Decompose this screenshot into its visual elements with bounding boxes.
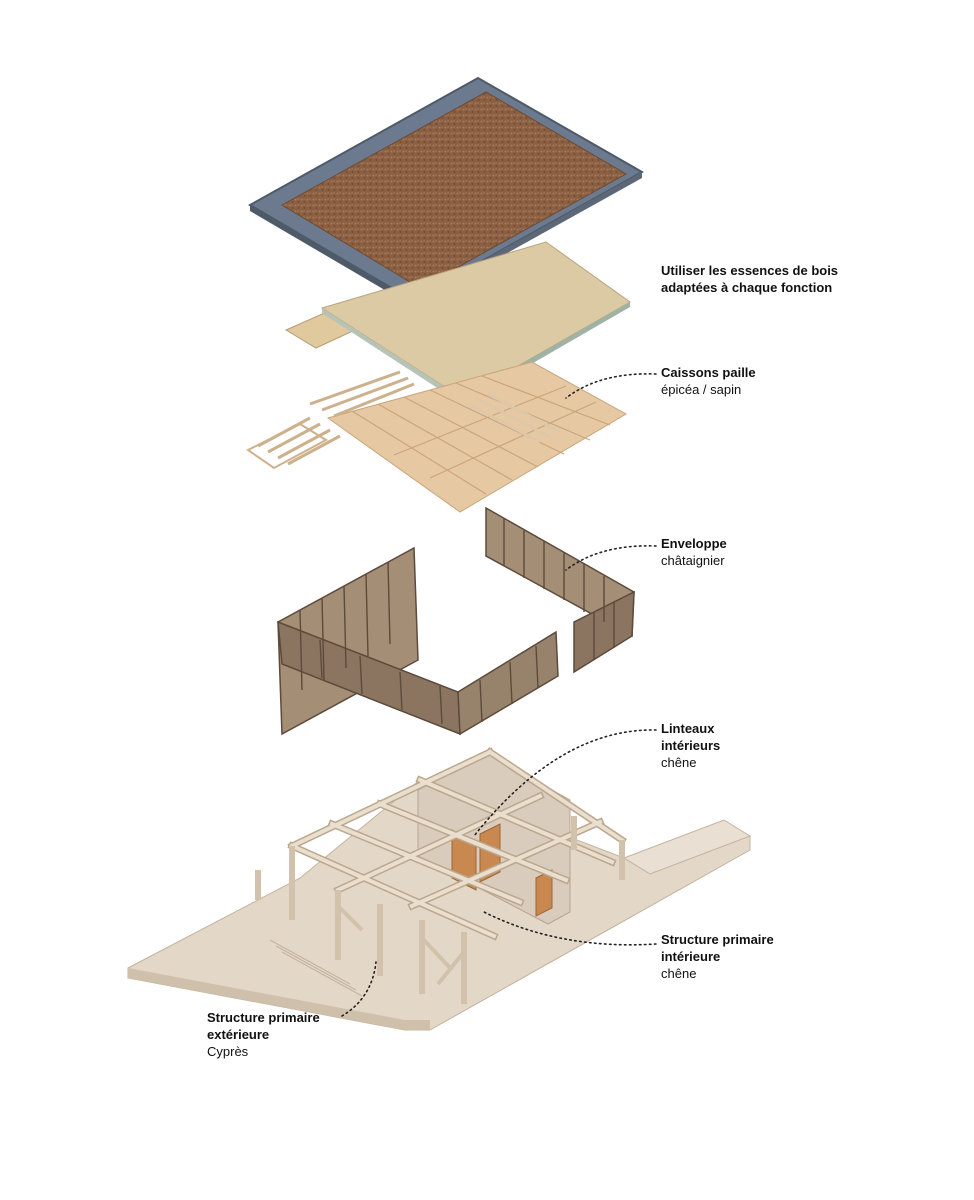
enveloppe-layer: [277, 506, 635, 736]
caissons-layer: [246, 361, 628, 513]
leader-linteaux: [473, 729, 657, 837]
envelope-wall-left-back: [277, 546, 419, 736]
structure-columns: [255, 816, 625, 1004]
caissons-slat-frame: [246, 422, 329, 470]
label-structure-exterieure-name-1: Structure primaire: [207, 1010, 320, 1025]
label-structure-interieure-name-2: intérieure: [661, 949, 721, 964]
label-structure-exterieure-wood: Cyprès: [207, 1044, 249, 1059]
title-line-1: Utiliser les essences de bois: [661, 263, 839, 278]
label-caissons-wood: épicéa / sapin: [661, 382, 742, 397]
label-linteaux-wood: chêne: [661, 755, 697, 770]
structure-braces: [336, 904, 466, 986]
label-enveloppe: Enveloppe châtaignier: [661, 535, 861, 569]
ground-walkway-right: [622, 819, 752, 875]
label-caissons-name: Caissons paille: [661, 365, 756, 380]
structure-beams-light: [289, 749, 625, 939]
envelope-wall-front: [457, 630, 559, 736]
roof-steel-lip: [250, 205, 412, 306]
leader-structure-exterieure: [341, 961, 377, 1017]
label-structure-interieure: Structure primaire intérieure chêne: [661, 931, 861, 982]
title-line-2: adaptées à chaque fonction: [661, 280, 833, 295]
leader-enveloppe: [565, 545, 657, 571]
label-linteaux-name-2: intérieurs: [661, 738, 721, 753]
caissons-slats-right: [467, 392, 561, 444]
leader-caissons: [565, 373, 657, 399]
envelope-studs-left: [299, 561, 539, 725]
diagram-title: Utiliser les essences de bois adaptées à…: [661, 262, 901, 296]
label-linteaux: Linteaux intérieurs chêne: [661, 720, 861, 771]
ground-slab-edge: [128, 968, 430, 1030]
label-structure-exterieure: Structure primaire extérieure Cyprès: [207, 1009, 407, 1060]
label-linteaux-name-1: Linteaux: [661, 721, 715, 736]
envelope-studs-right: [503, 518, 615, 660]
leader-lines: [341, 373, 657, 1017]
caissons-main: [326, 361, 628, 513]
structure-layer: [127, 747, 752, 1031]
roof-layer: [247, 76, 645, 306]
roof-earth-layer: [281, 91, 628, 289]
label-structure-exterieure-name-2: extérieure: [207, 1027, 270, 1042]
stairs: [269, 939, 363, 997]
label-structure-interieure-wood: chêne: [661, 966, 697, 981]
label-structure-interieure-name-1: Structure primaire: [661, 932, 774, 947]
board-edge-left: [322, 308, 462, 404]
label-enveloppe-wood: châtaignier: [661, 553, 725, 568]
label-caissons-paille: Caissons paille épicéa / sapin: [661, 364, 861, 398]
leader-structure-interieure: [483, 911, 657, 946]
label-enveloppe-name: Enveloppe: [661, 536, 727, 551]
